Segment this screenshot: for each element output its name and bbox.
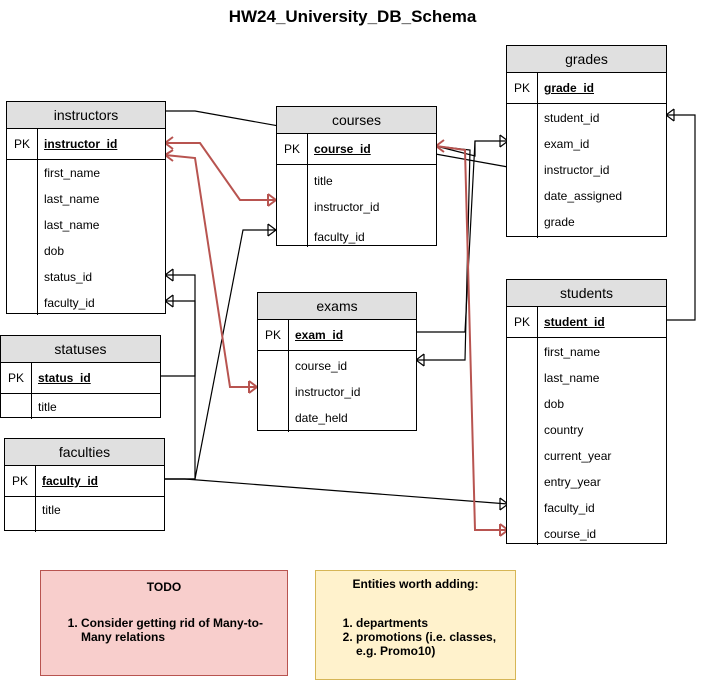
grades-pk-field: grade_id (544, 81, 595, 95)
statuses-attr: title (38, 400, 57, 414)
exams-pk-field: exam_id (295, 328, 344, 342)
todo-note[interactable]: TODO Consider getting rid of Many-to-Man… (40, 570, 288, 676)
grades-attr: date_assigned (544, 189, 623, 203)
diagram-title: HW24_University_DB_Schema (228, 7, 477, 26)
link-faculties-instructors (164, 300, 196, 480)
entity-grades-name: grades (507, 46, 666, 73)
statuses-pk-field: status_id (38, 371, 91, 385)
courses-attr: title (314, 174, 333, 188)
students-attr: faculty_id (544, 501, 595, 515)
link-faculties-students (164, 478, 509, 505)
todo-note-title: TODO (146, 580, 182, 594)
entity-statuses[interactable]: statuses PK status_id title (0, 335, 161, 419)
instructors-pk-field: instructor_id (44, 137, 118, 151)
entity-courses-name: courses (277, 107, 436, 134)
instructors-attr: last_name (44, 218, 100, 232)
entity-students[interactable]: students PK student_id first_name last_n… (506, 279, 667, 545)
entities-note[interactable]: Entities worth adding: departments promo… (315, 570, 516, 680)
faculties-attr: title (42, 503, 61, 517)
link-instructors-exams (164, 154, 257, 388)
instructors-attr: faculty_id (44, 296, 95, 310)
students-attr: country (544, 423, 584, 437)
entities-note-item: promotions (i.e. classes, e.g. Promo10) (356, 630, 515, 658)
exams-attr: instructor_id (295, 385, 361, 399)
entity-exams-name: exams (258, 293, 416, 320)
courses-pk-field: course_id (314, 142, 371, 156)
entity-faculties[interactable]: faculties PK faculty_id title (4, 438, 165, 532)
entity-instructors[interactable]: instructors PK instructor_id first_name … (6, 101, 166, 315)
instructors-attr: status_id (44, 270, 93, 284)
students-attr: entry_year (544, 475, 601, 489)
exams-attr: date_held (295, 411, 348, 425)
instructors-attr: dob (44, 244, 65, 258)
link-courses-grades (435, 140, 508, 157)
entity-faculties-name: faculties (5, 439, 164, 466)
grades-attr: student_id (544, 111, 600, 125)
pk-label: PK (277, 134, 308, 164)
faculties-pk-field: faculty_id (42, 474, 99, 488)
pk-label: PK (507, 73, 538, 103)
pk-label: PK (1, 363, 32, 393)
students-attr: first_name (544, 345, 601, 359)
exams-attr: course_id (295, 359, 348, 373)
students-attr: dob (544, 397, 565, 411)
link-instructors-courses (165, 142, 276, 201)
grades-attr: instructor_id (544, 163, 610, 177)
pk-label: PK (507, 307, 538, 337)
link-students-grades (666, 114, 696, 321)
pk-label: PK (5, 466, 36, 496)
entity-students-name: students (507, 280, 666, 307)
instructors-attr: first_name (44, 166, 101, 180)
link-exams-grades (416, 140, 476, 333)
students-pk-field: student_id (544, 315, 605, 329)
students-attr: last_name (544, 371, 600, 385)
students-attr: course_id (544, 527, 597, 541)
pk-label: PK (258, 320, 289, 350)
students-attr: current_year (544, 449, 612, 463)
instructors-attr: last_name (44, 192, 100, 206)
grades-attr: exam_id (544, 137, 590, 151)
entities-note-title: Entities worth adding: (352, 577, 479, 591)
entity-instructors-name: instructors (7, 102, 165, 129)
entity-courses[interactable]: courses PK course_id title instructor_id… (276, 106, 437, 247)
entity-exams[interactable]: exams PK exam_id course_id instructor_id… (257, 292, 417, 432)
pk-label: PK (7, 129, 38, 159)
todo-note-item: Consider getting rid of Many-to-Many rel… (81, 616, 287, 644)
courses-attr: instructor_id (314, 200, 380, 214)
entity-grades[interactable]: grades PK grade_id student_id exam_id in… (506, 45, 667, 238)
grades-attr: grade (544, 215, 575, 229)
link-courses-students (435, 145, 508, 531)
courses-attr: faculty_id (314, 230, 365, 244)
entities-note-item: departments (356, 616, 515, 630)
entity-statuses-name: statuses (1, 336, 160, 363)
